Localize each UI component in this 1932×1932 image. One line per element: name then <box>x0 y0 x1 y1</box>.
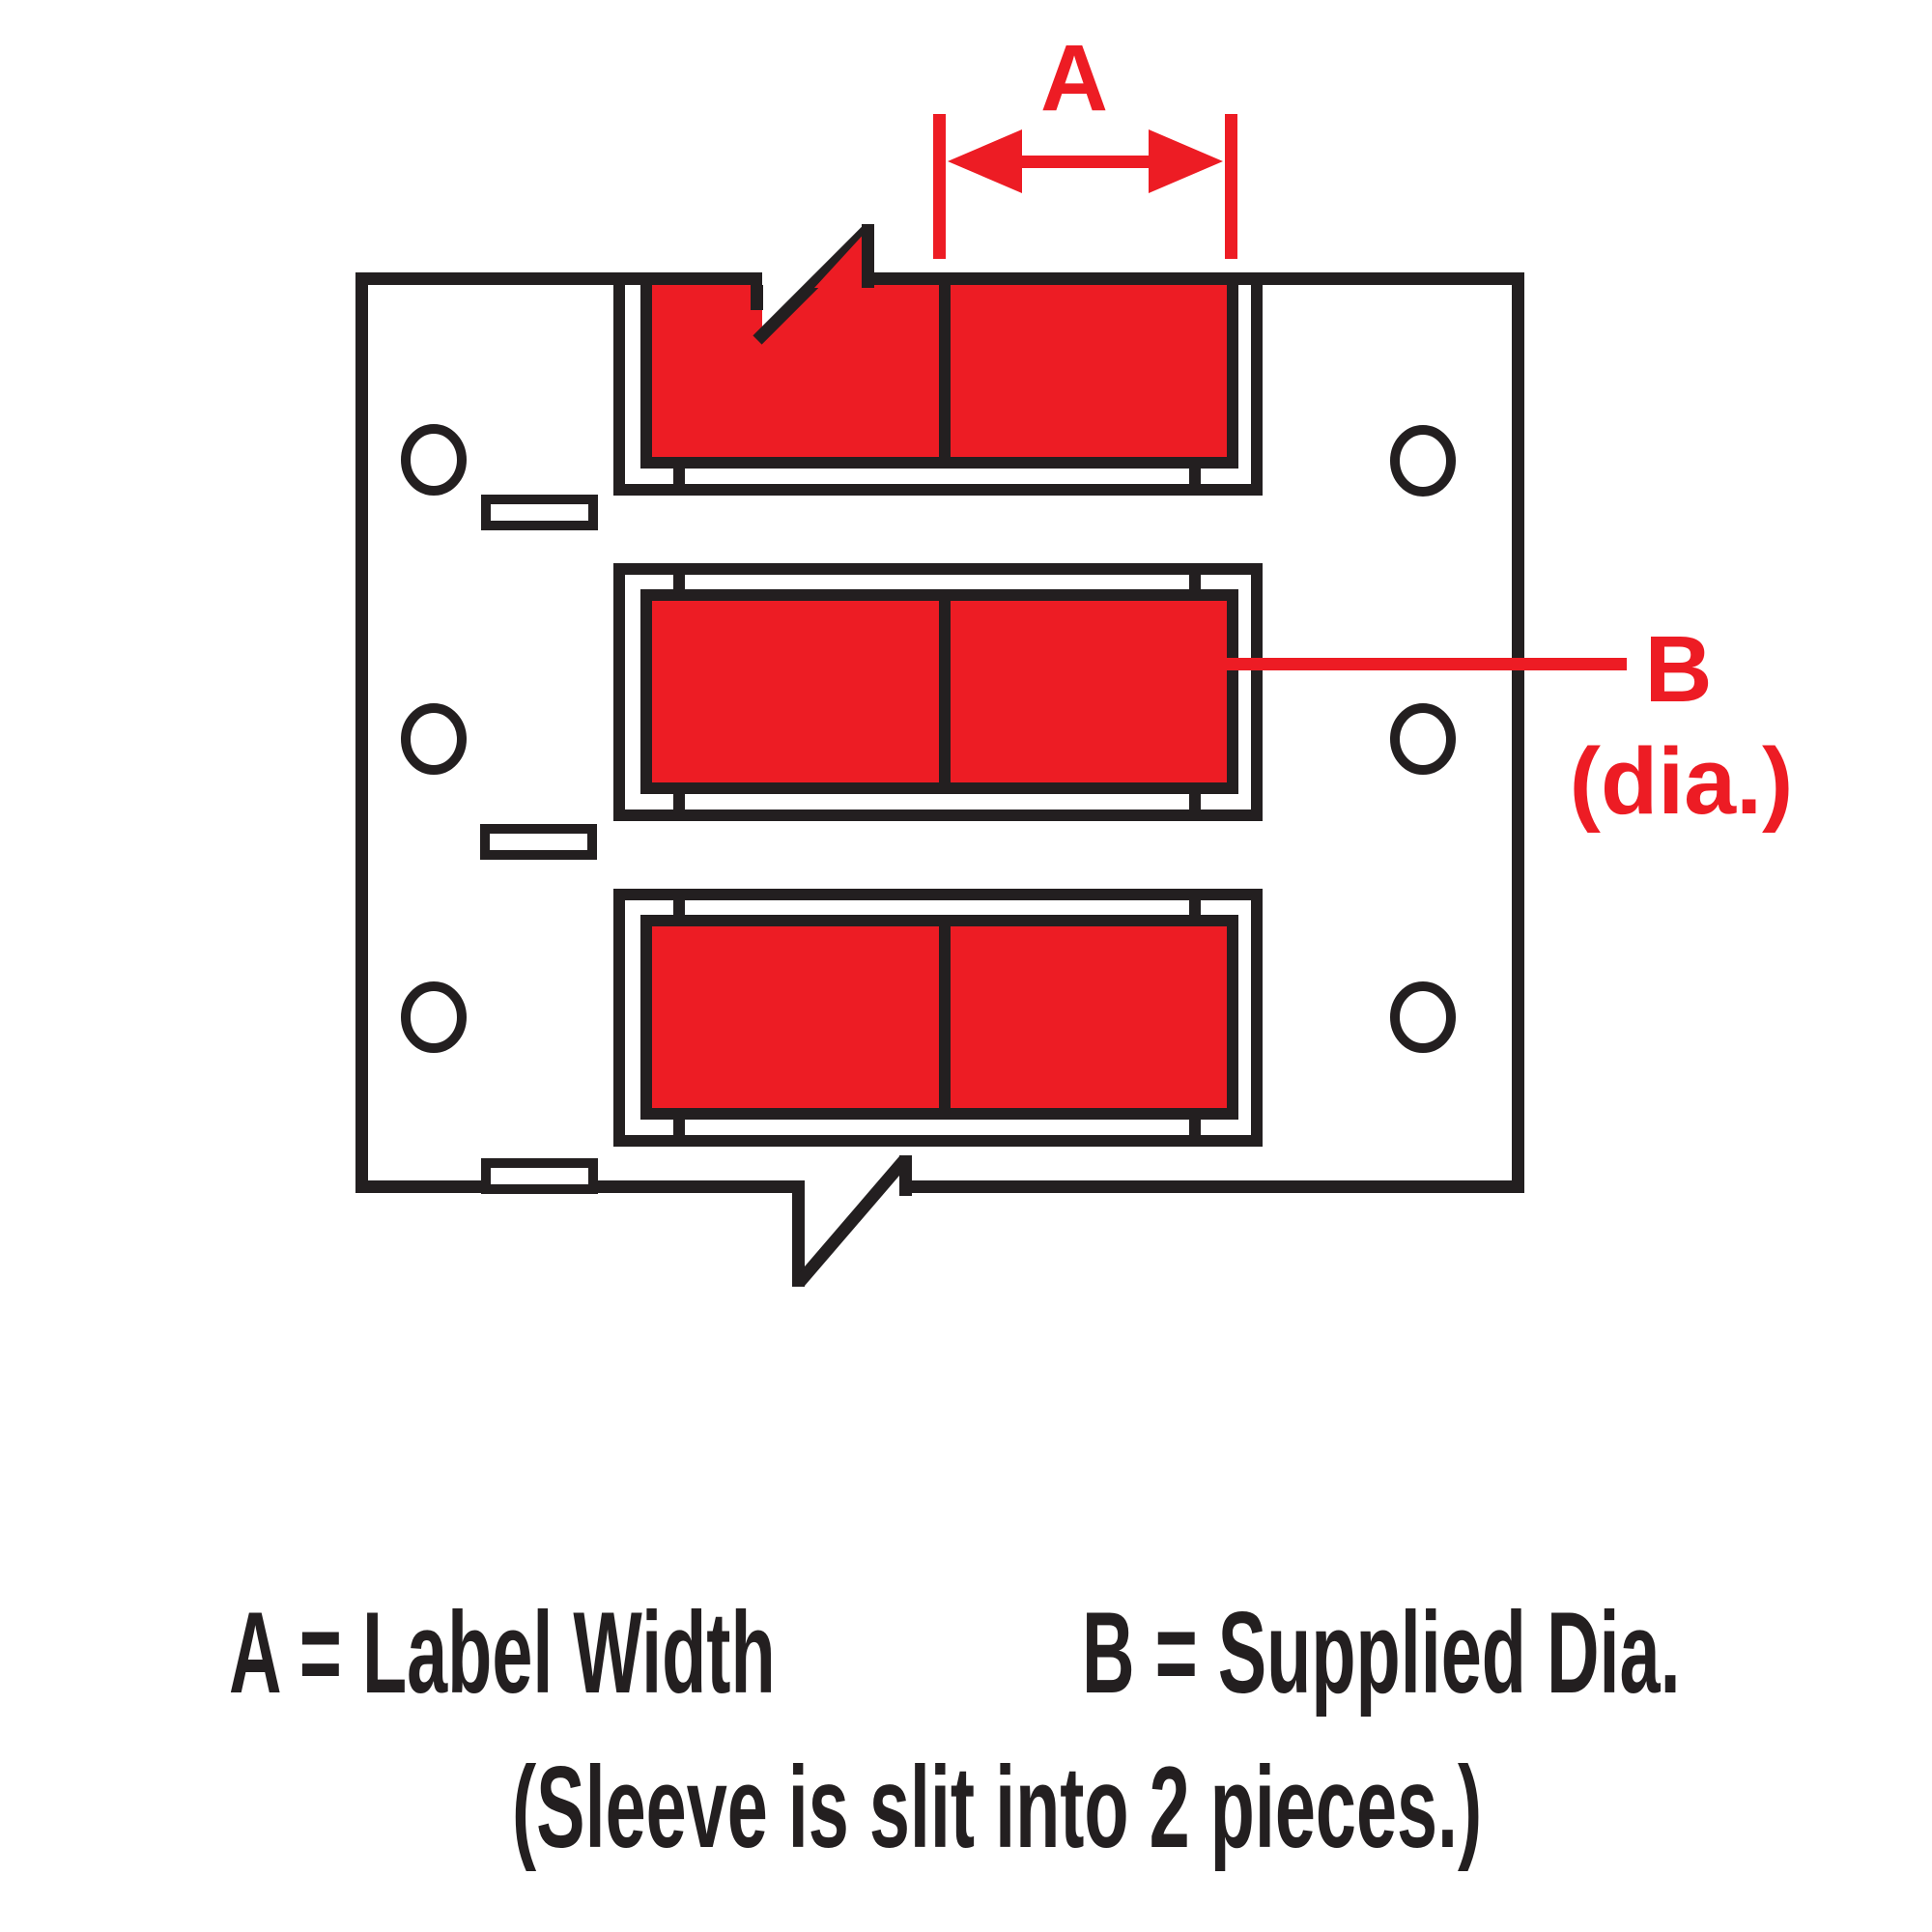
window-frame <box>613 889 1263 1147</box>
sleeve-slit-divider <box>939 285 951 457</box>
caption-supplied-dia: B = Supplied Dia. <box>1082 1588 1681 1718</box>
frame-tab <box>1189 792 1201 821</box>
dim-a-left-tick <box>933 114 946 259</box>
dim-b-sub-label: (dia.) <box>1569 728 1794 834</box>
b-leader-line <box>1224 658 1627 670</box>
frame-tab <box>673 889 685 918</box>
caption-slit-note: (Sleeve is slit into 2 pieces.) <box>512 1743 1483 1872</box>
double-headed-arrow-icon <box>948 129 1223 193</box>
window-frame <box>613 285 1263 496</box>
dim-a-label: A <box>1039 25 1109 130</box>
frame-tab <box>673 467 685 496</box>
slot <box>481 1158 598 1194</box>
frame-tab <box>673 1118 685 1147</box>
feed-hole <box>1390 425 1456 497</box>
frame-tab <box>1189 563 1201 592</box>
sleeve-slit-divider <box>939 601 951 782</box>
tear-mark-bottom <box>792 1154 912 1288</box>
tear-red-peak <box>814 230 867 288</box>
feed-hole <box>401 424 467 496</box>
window-frame <box>613 563 1263 821</box>
tear-mark-top <box>751 224 874 345</box>
feed-hole <box>401 981 467 1053</box>
sleeve-row-2 <box>613 563 1263 821</box>
sleeve-slit-divider <box>939 926 951 1108</box>
frame-tab <box>673 563 685 592</box>
caption-label-width: A = Label Width <box>229 1588 776 1718</box>
frame-tab <box>673 792 685 821</box>
feed-hole <box>1390 981 1456 1053</box>
slot <box>481 495 598 530</box>
dim-a-right-tick <box>1225 114 1237 259</box>
frame-tab <box>1189 467 1201 496</box>
dimension-a-annotation <box>933 114 1237 259</box>
frame-tab <box>1189 889 1201 918</box>
sleeve-row-1 <box>613 285 1263 496</box>
feed-hole <box>401 703 467 775</box>
registration-slots <box>480 495 598 1194</box>
slot <box>480 824 597 860</box>
feed-holes <box>401 424 1456 1053</box>
sleeve-row-3 <box>613 889 1263 1147</box>
feed-hole <box>1390 703 1456 775</box>
dim-b-label: B <box>1644 616 1713 722</box>
frame-tab <box>1189 1118 1201 1147</box>
